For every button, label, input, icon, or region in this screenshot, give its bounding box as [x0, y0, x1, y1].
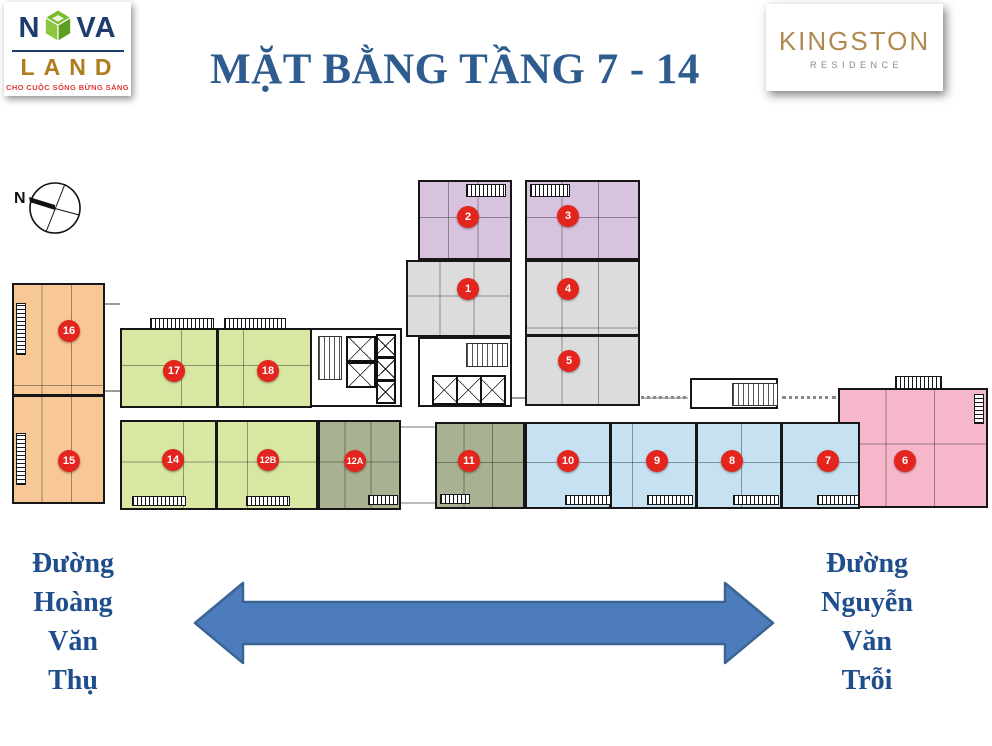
- corridor-dotted-line: [782, 396, 836, 399]
- unit-marker-16: 16: [58, 320, 80, 342]
- block-units-10-9-8-7: [525, 422, 860, 509]
- novaland-logo: N VA LAND CHO CUỘC SỐNG BỪNG SÁNG: [4, 2, 131, 96]
- street-label-right: Đường Nguyễn Văn Trỗi: [821, 548, 913, 696]
- unit-divider: [216, 330, 219, 406]
- unit-marker-12a: 12A: [344, 450, 366, 472]
- balcony-hatch: [817, 495, 859, 505]
- two-way-arrow: [193, 581, 775, 665]
- block-unit-3: [525, 180, 640, 260]
- elevator-icon: [480, 375, 506, 405]
- block-unit-6: [838, 388, 988, 508]
- stairwell-right: [690, 378, 778, 409]
- block-units-14-12b: [120, 420, 318, 510]
- unit-divider: [609, 424, 612, 507]
- corridor-dotted-line: [612, 396, 686, 399]
- unit-marker-18: 18: [257, 360, 279, 382]
- unit-marker-15: 15: [58, 450, 80, 472]
- unit-marker-14: 14: [162, 449, 184, 471]
- novaland-land-text: LAND: [20, 53, 121, 80]
- unit-marker-6: 6: [894, 450, 916, 472]
- balcony-hatch: [132, 496, 186, 506]
- balcony-hatch: [466, 184, 506, 197]
- compass-north-label: N: [14, 190, 26, 207]
- block-units-17-18: [120, 328, 312, 408]
- novaland-wordmark: N VA: [18, 9, 116, 49]
- unit-marker-10: 10: [557, 450, 579, 472]
- balcony-hatch: [16, 303, 26, 355]
- unit-divider: [215, 422, 219, 508]
- block-units-15-16: [12, 283, 105, 504]
- elevator-icon: [432, 375, 458, 405]
- kingston-subtitle: RESIDENCE: [809, 59, 903, 70]
- stairs: [732, 383, 778, 406]
- stairs: [466, 343, 508, 367]
- novaland-letter-n: N: [18, 12, 41, 44]
- block-unit-1: [406, 260, 512, 337]
- balcony-hatch: [246, 496, 290, 506]
- stairs: [318, 336, 342, 380]
- balcony-hatch: [440, 494, 470, 504]
- unit-marker-1: 1: [457, 278, 479, 300]
- novaland-cube-icon: [41, 8, 75, 49]
- elevator-icon: [456, 375, 482, 405]
- unit-marker-9: 9: [646, 450, 668, 472]
- block-units-4-5: [525, 260, 640, 406]
- unit-marker-3: 3: [557, 205, 579, 227]
- elevator-core-left: [310, 328, 402, 407]
- novaland-letters-va: VA: [76, 12, 117, 44]
- elevator-core-center: [418, 337, 512, 407]
- novaland-divider: [11, 49, 124, 52]
- unit-divider: [14, 393, 103, 397]
- balcony-hatch: [368, 495, 398, 505]
- kingston-logo: KINGSTON RESIDENCE: [766, 4, 943, 91]
- unit-marker-12b: 12B: [257, 449, 279, 471]
- elevator-icon: [376, 357, 396, 381]
- balcony-hatch: [565, 495, 611, 505]
- unit-divider: [780, 424, 783, 507]
- corridor-line: [401, 502, 435, 504]
- unit-marker-11: 11: [458, 450, 480, 472]
- corridor-line: [401, 426, 435, 428]
- unit-marker-2: 2: [457, 206, 479, 228]
- kingston-name: KINGSTON: [778, 25, 931, 56]
- corridor-line: [105, 390, 120, 392]
- compass-icon: N: [14, 182, 81, 234]
- unit-marker-4: 4: [557, 278, 579, 300]
- balcony-hatch: [733, 495, 779, 505]
- block-unit-2: [418, 180, 512, 260]
- unit-marker-8: 8: [721, 450, 743, 472]
- corridor-line: [105, 303, 120, 305]
- unit-divider: [527, 334, 638, 337]
- elevator-icon: [376, 380, 396, 404]
- unit-marker-17: 17: [163, 360, 185, 382]
- corridor-line: [512, 397, 525, 399]
- elevator-icon: [346, 362, 376, 388]
- unit-marker-7: 7: [817, 450, 839, 472]
- block-unit-11: [435, 422, 525, 509]
- balcony-hatch: [16, 433, 26, 485]
- novaland-tagline: CHO CUỘC SỐNG BỪNG SÁNG: [6, 82, 129, 92]
- unit-marker-5: 5: [558, 350, 580, 372]
- balcony-hatch: [647, 495, 693, 505]
- elevator-icon: [376, 334, 396, 358]
- page-title: MẶT BẰNG TẦNG 7 - 14: [210, 45, 700, 93]
- unit-divider: [695, 424, 698, 507]
- street-label-left: Đường Hoàng Văn Thụ: [31, 548, 115, 696]
- balcony-hatch: [530, 184, 570, 197]
- balcony-hatch: [974, 394, 984, 424]
- elevator-icon: [346, 336, 376, 362]
